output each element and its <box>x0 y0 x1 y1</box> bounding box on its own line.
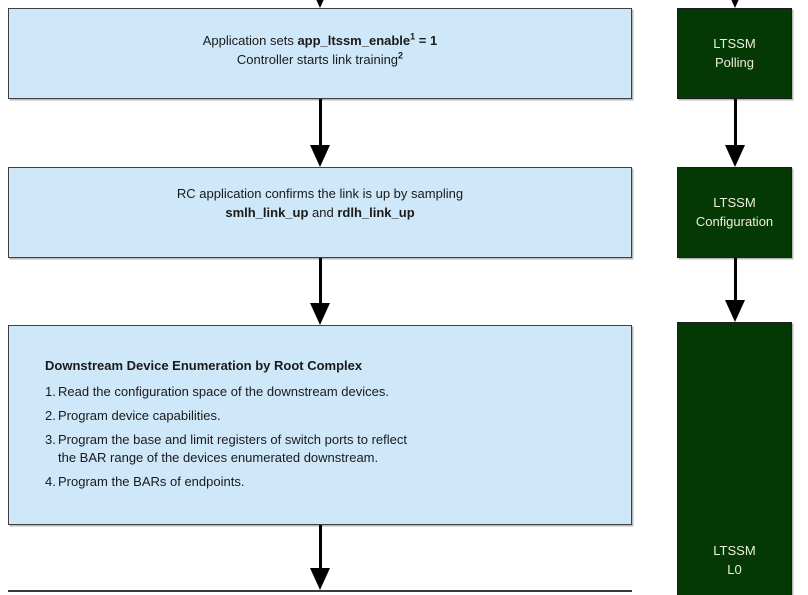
list-item-number: 4. <box>45 474 56 489</box>
arrow-stem <box>319 99 322 149</box>
arrowhead-icon <box>725 300 745 322</box>
list-item-number: 1. <box>45 384 56 399</box>
arrow-stem <box>734 258 737 304</box>
state-label-line: L0 <box>727 562 742 577</box>
signal-name: smlh_link_up <box>225 205 309 220</box>
flow-step-set-app-ltssm-enable: Application sets app_ltssm_enable1 = 1 C… <box>8 8 632 99</box>
footnote-ref: 2 <box>398 50 404 61</box>
arrow-stem <box>734 99 737 149</box>
state-label-line: Polling <box>714 55 755 70</box>
ltssm-state-configuration: LTSSM Configuration <box>677 167 792 258</box>
arrow-stem <box>319 258 322 307</box>
list-item-text: Program the base and limit registers of … <box>58 432 407 465</box>
arrowhead-icon <box>310 568 330 590</box>
arrowhead-icon <box>725 145 745 167</box>
list-item-text: Read the configuration space of the down… <box>58 384 389 399</box>
list-item-text: Program device capabilities. <box>58 408 221 423</box>
text-segment: Application sets <box>202 33 298 48</box>
flow-step-line: Application sets app_ltssm_enable1 = 1 <box>9 31 631 50</box>
signal-name: app_ltssm_enable <box>297 33 411 48</box>
flow-step-line: Controller starts link training2 <box>9 50 631 69</box>
list-item: 4. Program the BARs of endpoints. <box>45 473 611 491</box>
arrowhead-icon <box>310 303 330 325</box>
text-segment: Controller starts link training <box>236 52 399 67</box>
arrowhead-icon <box>310 145 330 167</box>
enumeration-heading: Downstream Device Enumeration by Root Co… <box>45 358 363 373</box>
down-arrow-icon <box>310 525 330 590</box>
flow-step-line: smlh_link_up and rdlh_link_up <box>9 203 631 222</box>
list-item-number: 2. <box>45 408 56 423</box>
text-segment: = 1 <box>415 33 438 48</box>
footnote-ref: 1 <box>410 31 416 42</box>
down-arrow-icon <box>725 258 745 322</box>
down-arrow-icon <box>310 0 330 8</box>
flow-step-device-enumeration: Downstream Device Enumeration by Root Co… <box>8 325 632 525</box>
ltssm-state-polling: LTSSM Polling <box>677 8 792 99</box>
arrowhead-icon <box>310 0 330 8</box>
list-item: 2. Program device capabilities. <box>45 407 611 425</box>
state-label-line: Configuration <box>695 214 774 229</box>
down-arrow-icon <box>725 99 745 167</box>
state-label: LTSSM L0 <box>678 541 791 579</box>
down-arrow-icon <box>310 99 330 167</box>
text-segment: and <box>308 205 338 220</box>
list-item: 3. Program the base and limit registers … <box>45 431 611 467</box>
flow-step-line: RC application confirms the link is up b… <box>176 186 464 201</box>
arrow-stem <box>319 525 322 572</box>
list-item-text: Program the BARs of endpoints. <box>58 474 245 489</box>
state-label-line: LTSSM <box>713 543 756 558</box>
ltssm-state-l0: LTSSM L0 <box>677 322 792 595</box>
down-arrow-icon <box>310 258 330 325</box>
signal-name: rdlh_link_up <box>337 205 415 220</box>
down-arrow-icon <box>725 0 745 8</box>
state-label-line: LTSSM <box>713 36 756 51</box>
state-label-line: LTSSM <box>713 195 756 210</box>
truncated-next-box-edge <box>8 590 632 595</box>
list-item-number: 3. <box>45 432 56 447</box>
list-item: 1. Read the configuration space of the d… <box>45 383 611 401</box>
arrowhead-icon <box>725 0 745 8</box>
flow-step-confirm-link-up: RC application confirms the link is up b… <box>8 167 632 258</box>
